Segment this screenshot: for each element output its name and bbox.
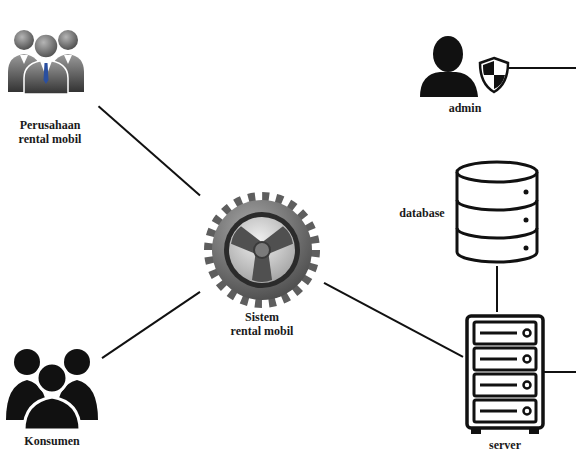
cylinder-divider — [457, 200, 537, 210]
connector-line — [102, 292, 200, 358]
shield-pattern — [483, 61, 494, 75]
gear-icon — [210, 198, 314, 302]
indicator-dot — [524, 246, 529, 251]
server-foot — [529, 428, 539, 434]
bay-light — [524, 408, 531, 415]
bay-slot — [480, 358, 517, 361]
node-label: Perusahaan rental mobil — [4, 118, 97, 146]
shield-pattern — [494, 75, 505, 89]
connector-line — [496, 266, 498, 312]
diagram-node: Perusahaan rental mobil — [2, 22, 99, 148]
node-label: database — [399, 206, 446, 220]
connector-line — [99, 106, 201, 195]
person-head — [64, 349, 90, 375]
person-body — [420, 72, 478, 97]
node-label: server — [489, 438, 522, 452]
person-body — [24, 60, 68, 94]
gear-disk — [229, 217, 295, 283]
bay-slot — [480, 384, 517, 387]
bay-light — [524, 330, 531, 337]
server-bay — [474, 322, 536, 344]
cylinder-divider — [457, 228, 537, 238]
person-head — [58, 30, 78, 50]
person-tie — [44, 63, 49, 84]
bay-light — [524, 356, 531, 363]
cylinder-top — [457, 162, 537, 182]
gear-body — [212, 200, 312, 300]
server-icon — [467, 316, 543, 434]
admin-icon — [420, 36, 508, 97]
person-head — [34, 34, 58, 58]
outgoing-line — [509, 67, 576, 69]
server-bay — [474, 348, 536, 370]
server-foot — [471, 428, 481, 434]
outgoing-line — [543, 371, 576, 373]
node-label: admin — [448, 101, 482, 115]
person-shirt — [64, 55, 72, 64]
person-shirt — [20, 55, 28, 64]
diagram-node: Sistem rental mobil — [200, 188, 324, 340]
server-bay — [474, 374, 536, 396]
bay-light — [524, 382, 531, 389]
connector-line — [324, 283, 463, 357]
gear-hub — [254, 242, 270, 258]
diagram-node: server — [463, 312, 547, 454]
bay-slot — [480, 410, 517, 413]
gear-ring — [224, 212, 300, 288]
diagram-node: admin — [416, 33, 512, 117]
cylinder-body — [457, 172, 537, 262]
node-label: Sistem rental mobil — [229, 310, 296, 338]
server-case — [467, 316, 543, 428]
diagram-node: database — [397, 158, 544, 266]
server-bay — [474, 400, 536, 422]
shield-symbol — [480, 58, 508, 92]
gear-teeth — [210, 198, 314, 302]
consumer-icon — [6, 349, 98, 430]
indicator-dot — [524, 190, 529, 195]
diagram-node: Konsumen — [3, 343, 102, 450]
database-icon — [457, 162, 537, 262]
person-head — [433, 36, 463, 72]
person-head — [14, 30, 34, 50]
person-head — [37, 363, 67, 393]
company-icon — [8, 30, 84, 94]
person-head — [14, 349, 40, 375]
bay-slot — [480, 332, 517, 335]
indicator-dot — [524, 218, 529, 223]
node-label: Konsumen — [24, 434, 81, 448]
person-body — [24, 397, 80, 430]
